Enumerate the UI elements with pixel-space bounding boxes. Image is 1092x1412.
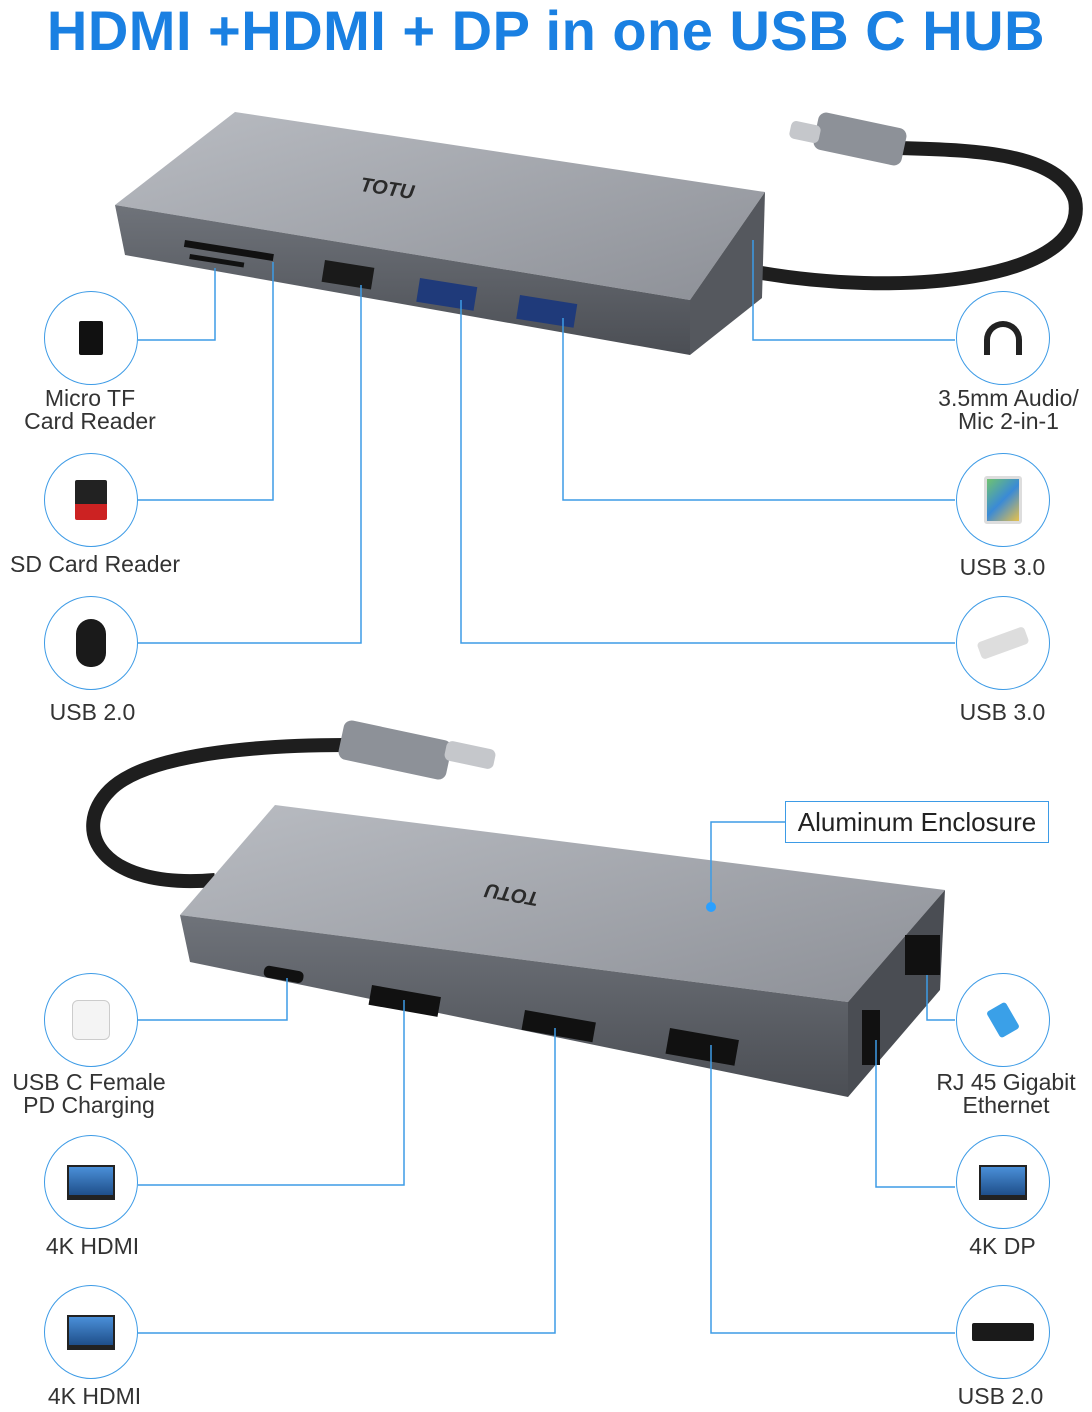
label-usb3-a: USB 3.0 (959, 554, 1046, 580)
monitor-icon (979, 1164, 1027, 1200)
audio-port-circle (956, 291, 1050, 385)
page-title: HDMI +HDMI + DP in one USB C HUB (46, 0, 1046, 62)
aluminum-enclosure-label: Aluminum Enclosure (785, 801, 1049, 843)
label-micro-tf: Micro TF Card Reader (24, 385, 156, 434)
monitor-icon (67, 1164, 115, 1200)
usb-c-plug-bottom (338, 720, 452, 780)
rj45-circle (956, 973, 1050, 1067)
label-audio: 3.5mm Audio/ Mic 2-in-1 (938, 385, 1079, 434)
tablet-icon (984, 476, 1022, 524)
label-usb2-top: USB 2.0 (49, 699, 136, 725)
dp-circle (956, 1135, 1050, 1229)
hdmi-b-circle (44, 1285, 138, 1379)
label-hdmi-b: 4K HDMI (47, 1383, 142, 1409)
label-usb-c-pd: USB C Female PD Charging (12, 1069, 166, 1118)
power-adapter-icon (72, 1000, 110, 1040)
hdmi-a-circle (44, 1135, 138, 1229)
usb-c-pd-circle (44, 973, 138, 1067)
usb-flash-drive-icon (976, 625, 1030, 661)
usb2-bottom-circle (956, 1285, 1050, 1379)
usb3-b-circle (956, 596, 1050, 690)
micro-tf-port-circle (44, 291, 138, 385)
label-dp: 4K DP (969, 1233, 1036, 1259)
usb2-top-circle (44, 596, 138, 690)
ethernet-cable-icon (985, 1001, 1021, 1039)
hub-bottom (180, 805, 945, 1097)
label-rj45: RJ 45 Gigabit Ethernet (936, 1069, 1076, 1118)
label-sd-card: SD Card Reader (9, 551, 181, 577)
keyboard-icon (972, 1323, 1034, 1341)
label-usb3-b: USB 3.0 (959, 699, 1046, 725)
label-hdmi-a: 4K HDMI (45, 1233, 140, 1259)
callout-lines (138, 240, 955, 1334)
micro-sd-card-icon (79, 321, 103, 355)
headphones-icon (984, 321, 1022, 355)
hub-top (115, 112, 765, 355)
usb3-a-circle (956, 453, 1050, 547)
mouse-icon (76, 619, 106, 667)
sd-card-icon (75, 480, 107, 520)
sd-card-port-circle (44, 453, 138, 547)
usb-c-cable-bottom (86, 738, 346, 889)
label-usb2-bottom: USB 2.0 (957, 1383, 1044, 1409)
monitor-icon (67, 1314, 115, 1350)
usb-c-plug-top (813, 112, 907, 166)
usb-c-cable-top (743, 141, 1083, 291)
